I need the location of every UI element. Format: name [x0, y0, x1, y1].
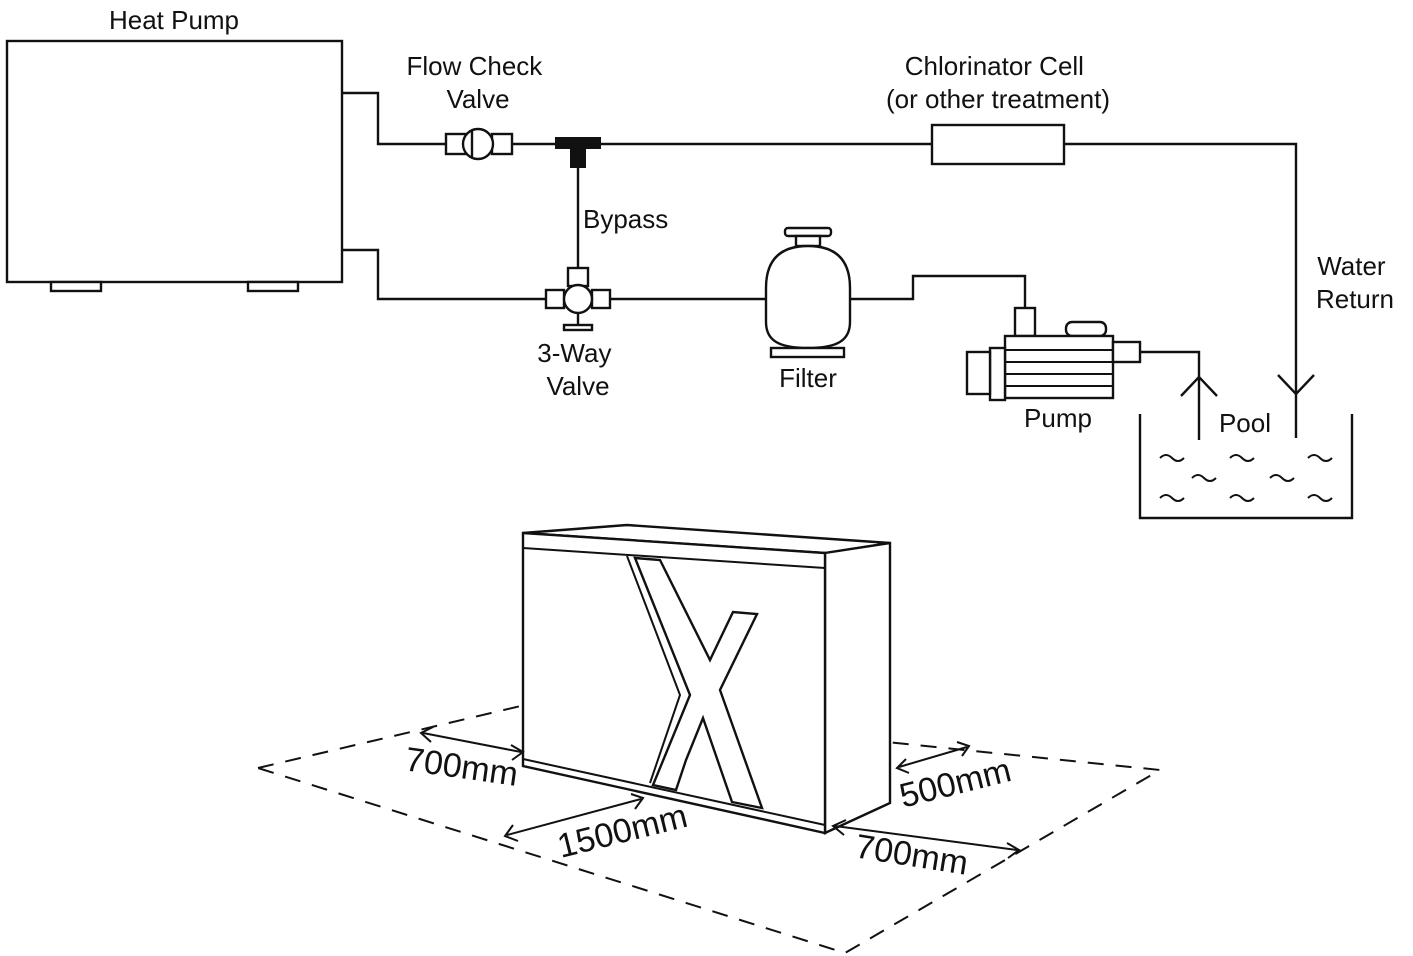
- inlet-pipe: [342, 248, 1027, 308]
- pool-label: Pool: [1219, 408, 1271, 438]
- flow-check-valve-label-line1: Flow Check: [406, 51, 543, 81]
- unit-x-logo-icon: [633, 556, 764, 810]
- rear-clearance-arrow-icon: [895, 741, 971, 774]
- left-clearance-arrow-icon: [419, 726, 525, 761]
- chlorinator-cell-label: Chlorinator Cell (or other treatment): [886, 51, 1110, 114]
- heat-pump-unit: [5, 39, 344, 293]
- bypass-label: Bypass: [583, 204, 668, 234]
- three-way-valve-label-line1: 3-Way: [537, 338, 611, 368]
- pump-symbol: [965, 306, 1201, 440]
- clearance-zone-outline: [254, 703, 1164, 955]
- right-clearance-arrow-icon: [831, 819, 1021, 859]
- pump-label: Pump: [1024, 403, 1092, 433]
- plumbing-schematic: Heat Pump Flow Check Valve Chlo: [5, 5, 1394, 520]
- outlet-pipe: [342, 91, 1298, 438]
- water-return-label-line2: Return: [1316, 284, 1394, 314]
- flow-check-valve-symbol: [444, 127, 514, 161]
- right-clearance-label: 700mm: [853, 828, 971, 883]
- water-waves-icon: [1159, 454, 1333, 502]
- water-return-label: Water Return: [1316, 251, 1394, 314]
- three-way-valve-symbol: [544, 266, 612, 332]
- filter-symbol: [764, 226, 852, 359]
- clearance-diagram: 700mm 1500mm 500mm 700mm: [254, 523, 1164, 955]
- pool-symbol: [1138, 414, 1354, 520]
- filter-label: Filter: [779, 363, 837, 393]
- heat-pump-label: Heat Pump: [109, 5, 239, 35]
- suction-arrow-icon: [1180, 375, 1218, 397]
- heat-pump-unit-3d: [521, 523, 892, 835]
- chlorinator-cell-label-line1: Chlorinator Cell: [905, 51, 1084, 81]
- return-arrow-icon: [1277, 374, 1315, 396]
- three-way-valve-label: 3-Way Valve: [537, 338, 618, 401]
- flow-check-valve-label: Flow Check Valve: [406, 51, 549, 114]
- front-clearance-arrow-icon: [503, 793, 645, 842]
- chlorinator-cell-symbol: [930, 123, 1066, 166]
- tee-fitting: [555, 137, 601, 168]
- three-way-valve-label-line2: Valve: [546, 371, 609, 401]
- flow-check-valve-label-line2: Valve: [446, 84, 509, 114]
- rear-clearance-label: 500mm: [896, 751, 1015, 815]
- chlorinator-cell-label-line2: (or other treatment): [886, 84, 1110, 114]
- water-return-label-line1: Water: [1317, 251, 1386, 281]
- front-clearance-label: 1500mm: [554, 797, 692, 866]
